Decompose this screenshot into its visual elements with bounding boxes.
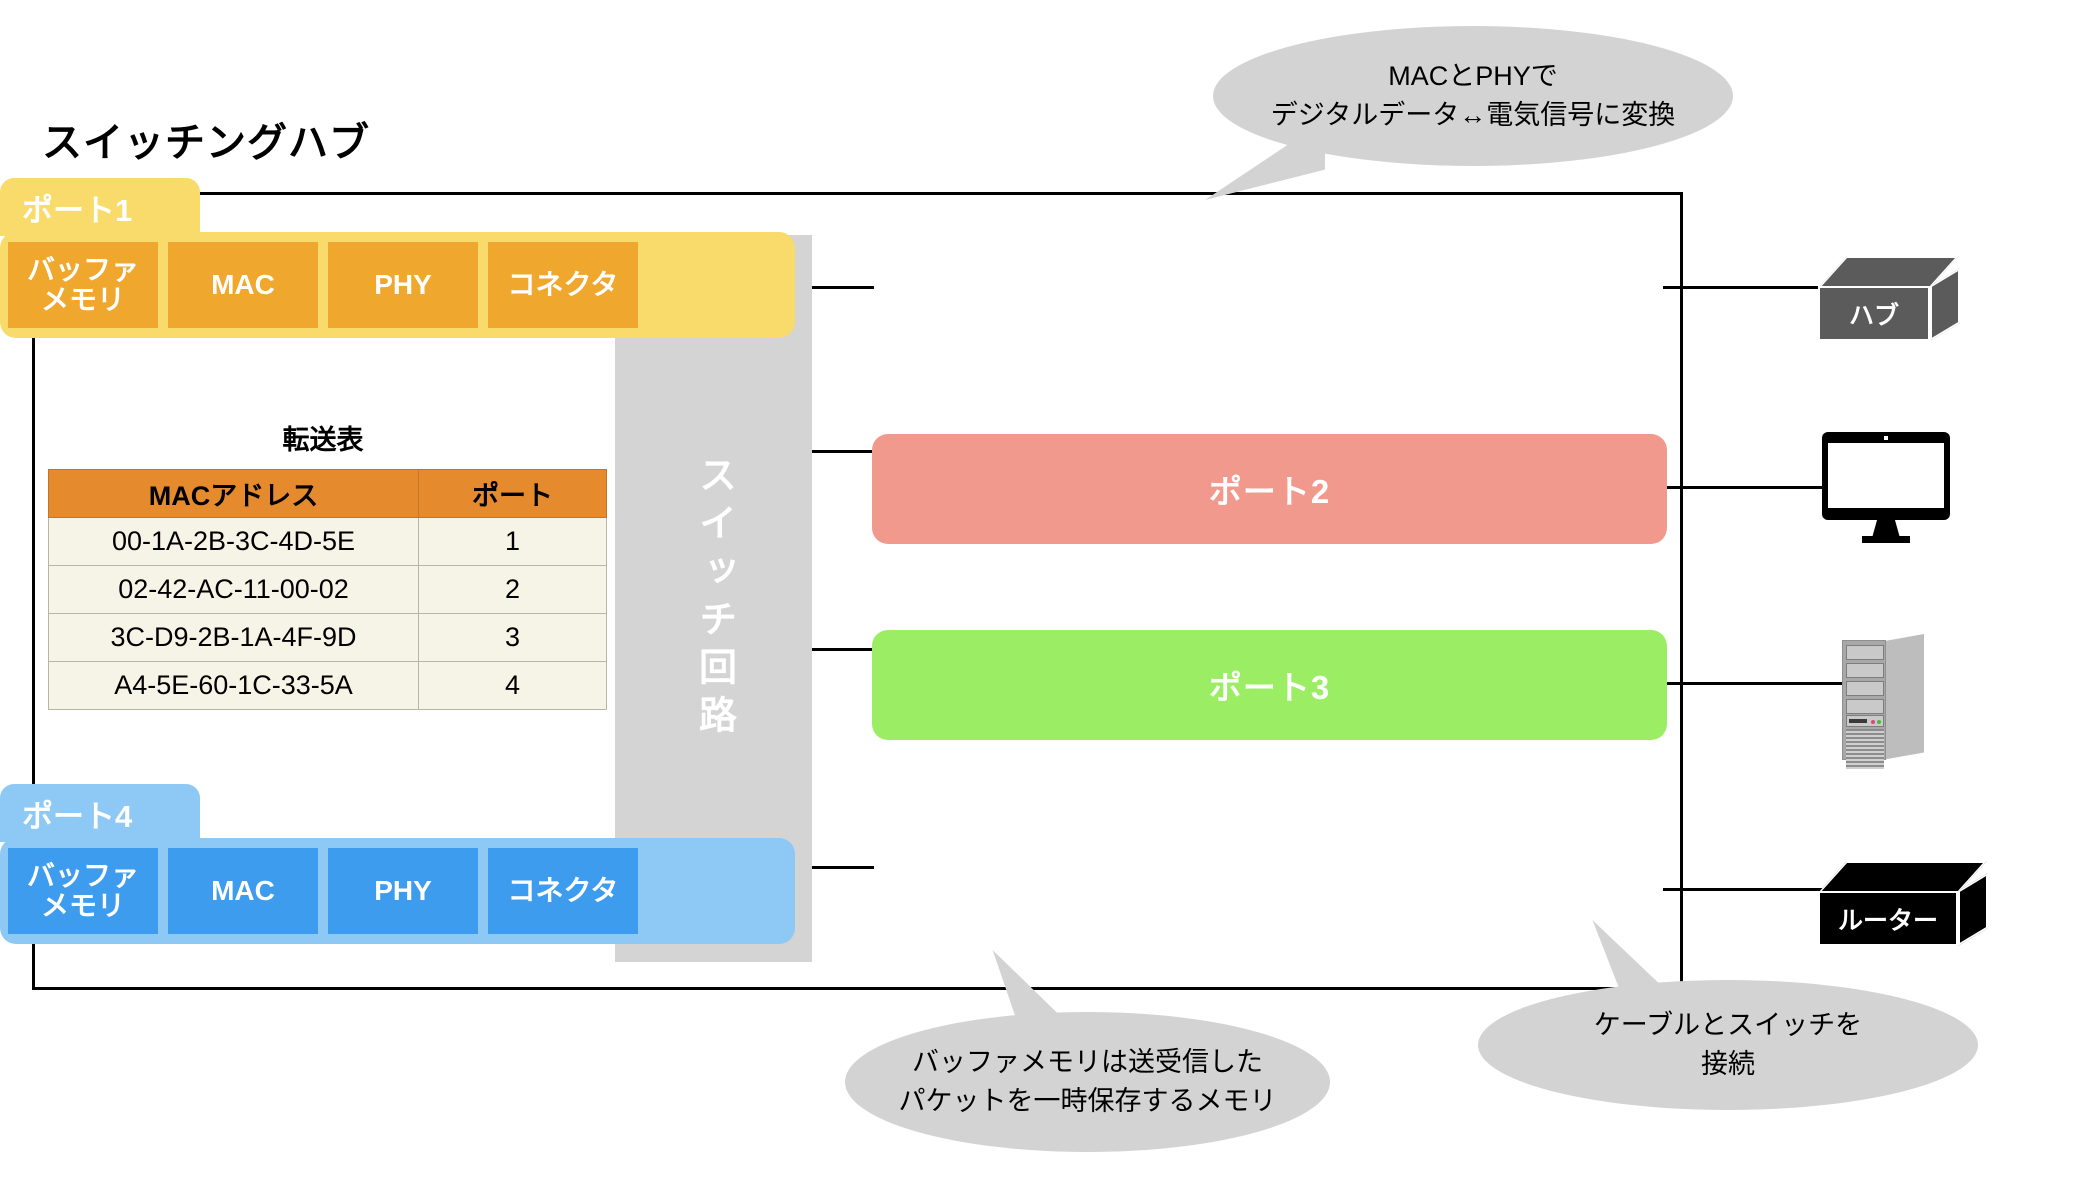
port3-block[interactable]: ポート3 [872, 630, 1667, 740]
port4-body[interactable]: バッファ メモリ MAC PHY コネクタ [0, 838, 795, 944]
server-vents [1846, 729, 1884, 769]
cell-port: 2 [418, 565, 607, 614]
port2-block[interactable]: ポート2 [872, 434, 1667, 544]
table-row: 02-42-AC-11-00-02 2 [48, 565, 607, 614]
server-front-face [1842, 640, 1886, 769]
cell-mac: 02-42-AC-11-00-02 [48, 565, 419, 614]
forwarding-table: 転送表 MACアドレス ポート 00-1A-2B-3C-4D-5E 1 02-4… [48, 418, 608, 710]
monitor-stand-base [1862, 536, 1910, 543]
port4-label: ポート4 [22, 798, 133, 834]
wire-port2-to-monitor [1663, 486, 1860, 489]
server-drive-bay [1846, 699, 1884, 714]
cell-port: 1 [418, 517, 607, 566]
port1-buffer-line1: バッファ [26, 253, 139, 285]
callout-macphy: MACとPHYで デジタルデータ↔電気信号に変換 [1213, 26, 1733, 166]
wire-port4-to-router [1663, 888, 1836, 891]
server-led-activity [1877, 720, 1881, 724]
server-icon [1838, 628, 1948, 769]
monitor-icon [1822, 432, 1957, 547]
port1-body[interactable]: バッファ メモリ MAC PHY コネクタ [0, 232, 795, 338]
table-header-port: ポート [418, 469, 607, 518]
port1-buffer-memory: バッファ メモリ [8, 242, 158, 328]
port4-mac: MAC [168, 848, 318, 934]
router-label: ルーター [1818, 891, 1958, 946]
server-drive-bay [1846, 645, 1884, 660]
table-header-row: MACアドレス ポート [48, 469, 607, 518]
wire-switch-to-port4 [812, 866, 874, 869]
table-row: A4-5E-60-1C-33-5A 4 [48, 661, 607, 710]
cell-mac: 3C-D9-2B-1A-4F-9D [48, 613, 419, 662]
port1-phy: PHY [328, 242, 478, 328]
cell-mac: A4-5E-60-1C-33-5A [48, 661, 419, 710]
callout-macphy-line2: デジタルデータ↔電気信号に変換 [1270, 100, 1676, 130]
page-title: スイッチングハブ [42, 121, 370, 165]
hub-box-3d: ハブ [1818, 250, 1978, 345]
port2-label: ポート2 [1208, 473, 1331, 510]
callout-buffer: バッファメモリは送受信した パケットを一時保存するメモリ [845, 1012, 1330, 1152]
hub-label: ハブ [1818, 286, 1930, 341]
table-row: 3C-D9-2B-1A-4F-9D 3 [48, 613, 607, 662]
server-drive-bay [1846, 681, 1884, 696]
callout-cable: ケーブルとスイッチを 接続 [1478, 980, 1978, 1110]
hub-icon: ハブ [1818, 250, 1978, 345]
port4-tab[interactable]: ポート4 [0, 784, 200, 842]
switch-circuit-label: スイッチ回路 [692, 454, 735, 743]
cell-port: 4 [418, 661, 607, 710]
port4-buffer-memory: バッファ メモリ [8, 848, 158, 934]
wire-port1-to-hub [1663, 286, 1845, 289]
wire-switch-to-port3 [812, 648, 874, 651]
callout-macphy-line1: MACとPHYで [1388, 60, 1558, 91]
callout-cable-line2: 接続 [1701, 1049, 1755, 1079]
port4-buffer-line2: メモリ [40, 890, 125, 921]
table-header-mac: MACアドレス [48, 469, 419, 518]
port4-buffer-line1: バッファ [26, 859, 139, 891]
port1-tab[interactable]: ポート1 [0, 178, 200, 236]
port4-connector: コネクタ [488, 848, 638, 934]
server-side-face [1882, 634, 1924, 760]
cell-mac: 00-1A-2B-3C-4D-5E [48, 517, 419, 566]
wire-switch-to-port1 [812, 286, 874, 289]
monitor-camera-dot [1884, 436, 1888, 440]
monitor-stand-neck [1872, 520, 1900, 538]
cell-port: 3 [418, 613, 607, 662]
wire-switch-to-port2 [812, 450, 874, 453]
port1-mac: MAC [168, 242, 318, 328]
wire-port3-to-server [1663, 682, 1866, 685]
server-optical-slot [1849, 719, 1867, 723]
port1-connector: コネクタ [488, 242, 638, 328]
port4-phy: PHY [328, 848, 478, 934]
port1-buffer-line2: メモリ [40, 284, 125, 315]
server-front-panel [1846, 715, 1884, 727]
router-icon: ルーター [1818, 855, 2003, 950]
forwarding-table-grid: MACアドレス ポート 00-1A-2B-3C-4D-5E 1 02-42-AC… [48, 469, 607, 710]
switch-chassis-frame [32, 192, 1683, 990]
server-led-power [1871, 720, 1875, 724]
server-drive-bay [1846, 663, 1884, 678]
callout-buffer-line1: バッファメモリは送受信した [912, 1046, 1263, 1077]
callout-cable-line1: ケーブルとスイッチを [1593, 1009, 1863, 1040]
router-box-3d: ルーター [1818, 855, 2003, 950]
port1-label: ポート1 [22, 192, 133, 228]
callout-buffer-line2: パケットを一時保存するメモリ [898, 1086, 1277, 1116]
port3-label: ポート3 [1208, 669, 1331, 706]
monitor-bezel [1822, 432, 1950, 520]
table-row: 00-1A-2B-3C-4D-5E 1 [48, 517, 607, 566]
monitor-screen [1828, 443, 1944, 508]
forwarding-table-title: 転送表 [282, 425, 364, 455]
